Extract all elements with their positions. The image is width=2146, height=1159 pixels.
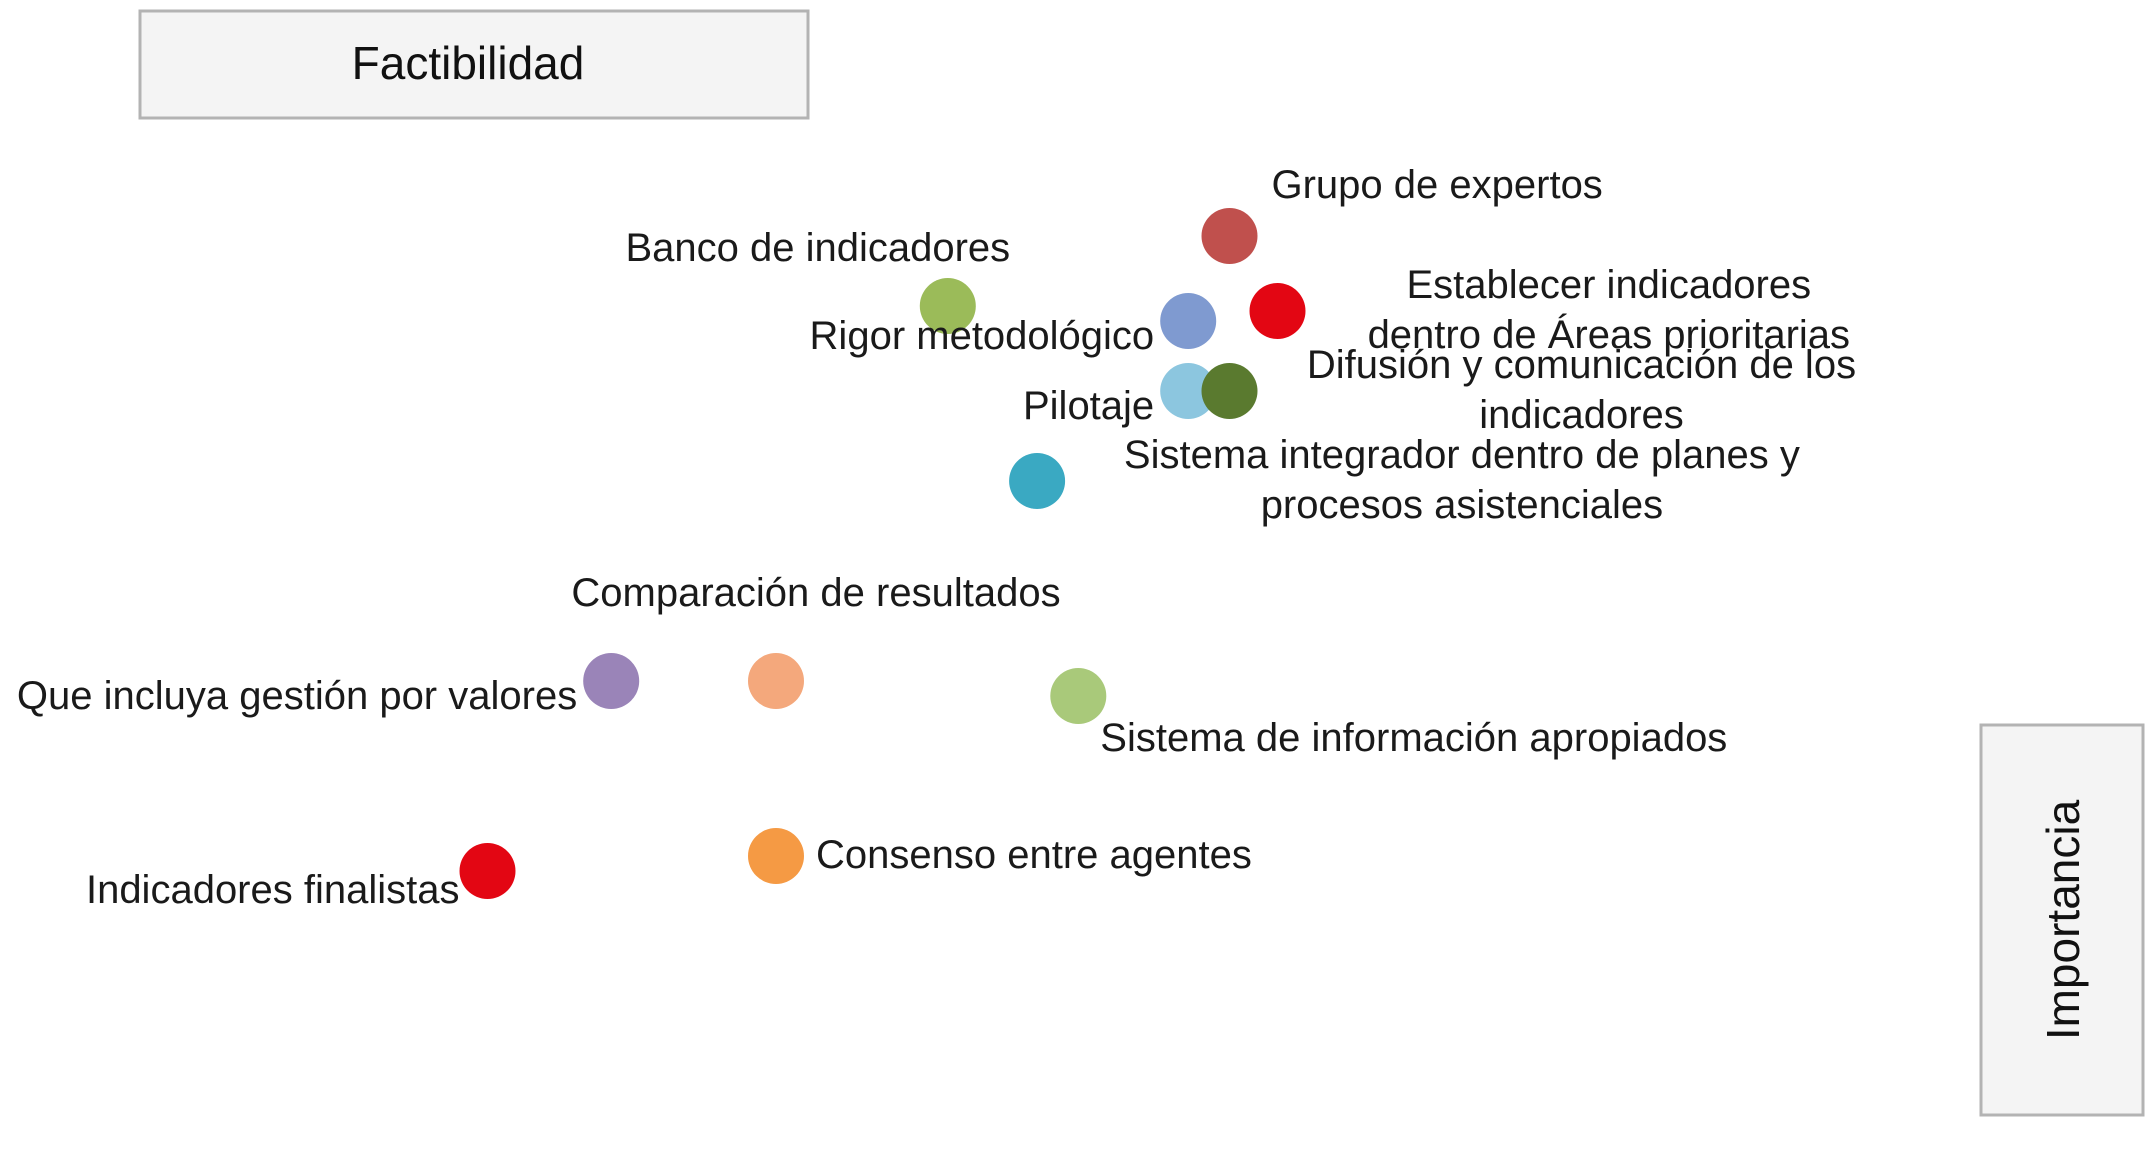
data-point: [459, 843, 516, 899]
data-point: [1201, 208, 1258, 264]
data-point-label: Difusión y comunicación de los indicadore…: [1307, 343, 1856, 437]
x-axis-title-box: Importancia: [1979, 723, 2145, 1117]
data-point-label-line: Sistema de información apropiados: [1100, 716, 1727, 760]
data-point-label-line: Establecer indicadores: [1406, 263, 1811, 307]
data-point: [1249, 283, 1306, 339]
data-point-label-line: indicadores: [1479, 393, 1684, 437]
data-point-label: Pilotaje: [1023, 384, 1154, 428]
data-point-label: Rigor metodológico: [810, 314, 1155, 358]
data-point-label-line: dentro de Áreas prioritarias: [1368, 312, 1850, 357]
data-point-label-line: Rigor metodológico: [810, 314, 1155, 358]
data-point-label: Sistema integrador dentro de planes y pro…: [1124, 433, 1800, 527]
data-point-label-line: procesos asistenciales: [1261, 483, 1663, 527]
data-point-label-line: Indicadores finalistas: [86, 868, 460, 912]
data-point-label: Grupo de expertos: [1272, 163, 1603, 207]
y-axis-title-box: Factibilidad: [138, 9, 810, 120]
data-point: [748, 828, 804, 884]
data-point-label-line: Difusión y comunicación de los: [1307, 343, 1856, 387]
y-axis-title: Factibilidad: [352, 37, 585, 89]
data-point-label: Sistema de información apropiados: [1100, 716, 1727, 760]
data-point: [1201, 363, 1258, 419]
data-point: [748, 653, 804, 709]
data-point-label-line: Comparación de resultados: [571, 571, 1060, 615]
data-point-label: Comparación de resultados: [571, 571, 1060, 615]
data-point: [1160, 293, 1217, 349]
data-point-label: Establecer indicadores dentro de Áreas pr…: [1368, 263, 1850, 357]
data-point-label-line: Sistema integrador dentro de planes y: [1124, 433, 1800, 477]
x-axis-title: Importancia: [2037, 799, 2089, 1040]
data-point-label: Consenso entre agentes: [816, 833, 1252, 877]
data-point-label: Banco de indicadores: [625, 226, 1010, 270]
data-point: [1050, 668, 1107, 724]
points-layer: [459, 208, 1306, 899]
data-point: [919, 278, 976, 334]
data-point-label-line: Que incluya gestión por valores: [17, 674, 577, 718]
data-point-label-line: Consenso entre agentes: [816, 833, 1252, 877]
data-point: [1160, 363, 1217, 419]
data-point-label-line: Grupo de expertos: [1272, 163, 1603, 207]
data-point: [583, 653, 640, 709]
data-point-label: Indicadores finalistas: [86, 868, 460, 912]
data-point-label: Que incluya gestión por valores: [17, 674, 577, 718]
data-point-label-line: Banco de indicadores: [625, 226, 1010, 270]
data-point: [1009, 453, 1066, 509]
data-point-label-line: Pilotaje: [1023, 384, 1154, 428]
